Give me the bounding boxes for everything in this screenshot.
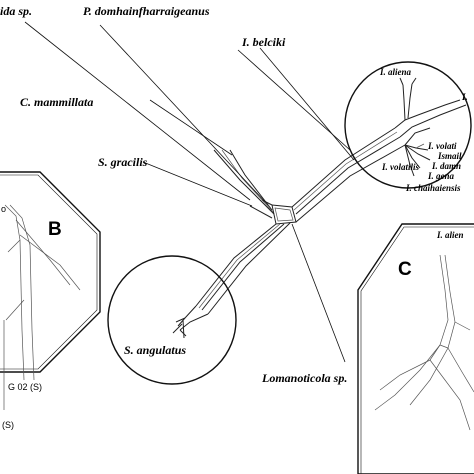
- label-i-volatilis: I. volatilis: [381, 162, 419, 172]
- panel-b: B o G 02 (S) (S): [0, 171, 101, 430]
- label-i-aliena: I. aliena: [379, 67, 412, 77]
- panel-b-fragment-top: o: [1, 204, 6, 214]
- label-i-gena: I. gena: [427, 171, 455, 181]
- label-c-mammillata: C. mammillata: [20, 95, 93, 109]
- species-labels: ida sp. P. domhainfharraigeanus I. belci…: [0, 4, 468, 385]
- panel-b-letter: B: [48, 219, 62, 240]
- label-s-gracilis: S. gracilis: [98, 155, 148, 169]
- label-i-right-top: I.: [461, 92, 468, 102]
- label-ida-sp: ida sp.: [0, 4, 32, 18]
- label-i-alien-panel: I. alien: [436, 230, 464, 240]
- label-i-volati: I. volati: [427, 141, 457, 151]
- label-i-chaihaiensis: I. chaihaiensis: [405, 183, 461, 193]
- label-i-damn: I. damn: [431, 161, 461, 171]
- label-s-angulatus: S. angulatus: [124, 343, 186, 357]
- leader-lines: [24, 21, 355, 363]
- panel-c: C I. alien: [357, 223, 474, 474]
- panel-b-fragment-mid: G 02 (S): [8, 382, 42, 392]
- label-i-belciki: I. belciki: [241, 35, 286, 49]
- network-backbone: [172, 127, 406, 339]
- panel-b-fragment-bottom: (S): [2, 420, 14, 430]
- label-p-domhainfharraigeanus: P. domhainfharraigeanus: [83, 4, 210, 18]
- label-ismail: Ismail: [437, 151, 462, 161]
- label-lomanoticola-sp: Lomanoticola sp.: [261, 371, 347, 385]
- cluster-circle-top-right: [344, 61, 472, 189]
- cluster-circle-angulatus: [107, 255, 237, 385]
- panel-c-letter: C: [398, 259, 412, 280]
